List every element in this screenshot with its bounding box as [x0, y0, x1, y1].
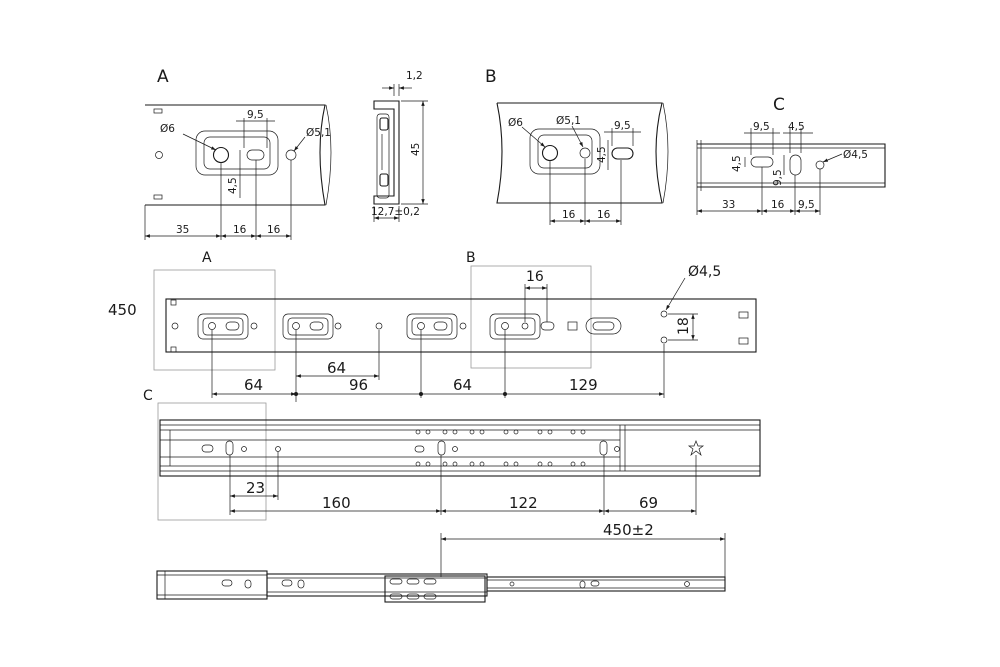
label-b-d5-1: Ø5,1 — [556, 115, 581, 127]
inner-rail-view: C — [143, 388, 761, 521]
dim-rail-18: 18 — [676, 317, 692, 335]
dim-a-16-1: 16 — [233, 224, 247, 236]
dim-b-16-2: 16 — [597, 209, 611, 221]
dim-section-45: 45 — [410, 143, 422, 156]
dim-inner-160: 160 — [322, 494, 351, 512]
label-rail-d4-5: Ø4,5 — [688, 264, 721, 280]
dim-c-16: 16 — [771, 199, 785, 211]
callout-box-a — [153, 269, 276, 371]
bracket-3 — [406, 313, 467, 340]
dim-a-16-2: 16 — [267, 224, 281, 236]
dim-c-4-5-vert: 4,5 — [731, 155, 743, 172]
ball-row-top — [415, 429, 586, 435]
dim-inner-69: 69 — [639, 494, 658, 512]
label-c-d4-5: Ø4,5 — [843, 149, 868, 161]
dim-c-4-5-top: 4,5 — [788, 121, 805, 133]
dim-c-9-5-vert: 9,5 — [772, 169, 784, 186]
section-profile: 1,2 45 12,7±0,2 — [371, 70, 428, 222]
ball-row-bottom — [415, 461, 586, 467]
dim-a-4-5: 4,5 — [227, 177, 239, 194]
detail-view-b: B 16 16 9,5 4,5 Ø6 Ø5,1 — [485, 67, 669, 225]
dim-c-9-5-bottom: 9,5 — [798, 199, 815, 211]
dim-rail-64-left: 64 — [244, 376, 263, 394]
callout-label-a: A — [202, 250, 212, 266]
callout-label-c: C — [143, 388, 153, 404]
dim-a-35: 35 — [176, 224, 189, 236]
dim-rail-64-upper: 64 — [327, 359, 346, 377]
dim-c-9-5-top: 9,5 — [753, 121, 770, 133]
view-label-c: C — [773, 95, 785, 115]
dim-rail-129: 129 — [569, 376, 598, 394]
bracket-4 — [489, 313, 622, 340]
detail-view-a: A 35 16 16 9,5 4,5 Ø6 Ø5,1 — [144, 67, 332, 240]
callout-box-c — [157, 402, 267, 521]
dim-travel: 450±2 — [603, 521, 654, 539]
dim-rail-96: 96 — [349, 376, 368, 394]
callout-box-b — [470, 265, 592, 369]
bracket-2 — [282, 313, 342, 340]
dim-section-12-7: 12,7±0,2 — [371, 206, 420, 218]
label-a-d6: Ø6 — [160, 123, 175, 135]
detail-view-c: C 9,5 4,5 4,5 9,5 Ø4,5 33 16 — [696, 95, 886, 215]
dim-c-33: 33 — [722, 199, 735, 211]
extended-rail-view: 450±2 — [156, 521, 726, 603]
label-a-d5-1: Ø5,1 — [306, 127, 331, 139]
bracket-1 — [197, 313, 258, 340]
dim-inner-122: 122 — [509, 494, 538, 512]
rail-length-label: 450 — [108, 301, 137, 319]
dim-b-9-5: 9,5 — [614, 120, 631, 132]
dim-rail-64-right: 64 — [453, 376, 472, 394]
view-label-a: A — [157, 67, 169, 87]
view-label-b: B — [485, 67, 497, 87]
dim-section-1-2: 1,2 — [406, 70, 423, 82]
label-b-d6: Ø6 — [508, 117, 523, 129]
dim-inner-23: 23 — [246, 479, 265, 497]
outer-rail-view: 450 A B — [108, 250, 757, 402]
dim-b-16-1: 16 — [562, 209, 576, 221]
dim-rail-16: 16 — [526, 269, 544, 285]
callout-label-b: B — [466, 250, 476, 266]
dim-b-4-5: 4,5 — [596, 146, 608, 163]
dim-a-9-5: 9,5 — [247, 109, 264, 121]
